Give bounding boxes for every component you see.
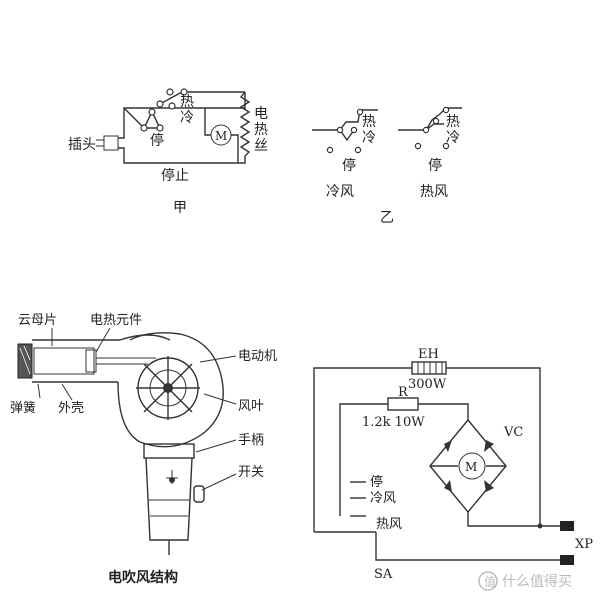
hairdryer-structure: 云母片 电热元件 弹簧 外壳 电动机 风叶 手柄 开关 电吹风结构: [10, 313, 277, 586]
motor-label-jia: M: [215, 129, 227, 143]
mica-sheet: [33, 347, 95, 375]
left-hot-label: 热: [362, 114, 376, 130]
spring-label: 弹簧: [10, 400, 36, 416]
sa-stop-label: 停: [370, 474, 383, 490]
right-hot-label: 热: [446, 114, 460, 130]
mica-label: 云母片: [18, 313, 57, 328]
nozzle: [17, 334, 171, 383]
r-label: R: [398, 385, 409, 400]
hot-label-jia: 热: [180, 94, 194, 110]
motor-label: 电动机: [238, 349, 277, 364]
vc-label: VC: [503, 425, 523, 440]
left-mode-label: 冷风: [326, 184, 354, 200]
motor-icon-circuit: [458, 452, 486, 480]
xp-terminal-bottom: [560, 555, 574, 565]
xp-terminal-top: [560, 521, 574, 531]
watermark-text: 什么值得买: [502, 573, 572, 590]
diagram-jia: 插头 停 热 冷 M 电 热 丝 停止 甲: [68, 88, 268, 216]
plug-label: 插头: [68, 137, 96, 153]
left-stop-label: 停: [342, 157, 356, 174]
r-value: 1.2k 10W: [362, 415, 425, 430]
left-cold-label: 冷: [362, 130, 376, 146]
xp-label: XP: [575, 537, 593, 552]
eh-label: EH: [418, 347, 439, 362]
r-resistor: [387, 397, 419, 411]
heater-label-2: 热: [254, 122, 268, 138]
sa-cold-label: 冷风: [370, 491, 396, 506]
sa-label: SA: [374, 567, 393, 582]
right-cold-label: 冷: [446, 130, 460, 146]
cold-label-jia: 冷: [180, 110, 194, 126]
eh-resistor: [411, 361, 447, 375]
value-icon: [478, 571, 498, 591]
heating-element-label: 电热元件: [90, 313, 142, 328]
right-mode-label: 热风: [420, 184, 448, 200]
right-stop-label: 停: [428, 157, 442, 174]
eh-value: 300W: [408, 377, 447, 392]
handle: [143, 443, 205, 555]
svg-text:值: 值: [484, 574, 496, 589]
plug-icon: [96, 135, 119, 151]
fan-housing: [117, 332, 224, 448]
heater-label-3: 丝: [254, 138, 268, 154]
heater-coil-icon: [239, 91, 251, 157]
switch-icon: [193, 485, 205, 503]
switch-label: 开关: [238, 465, 264, 480]
structure-caption: 电吹风结构: [108, 569, 178, 586]
heater-label-1: 电: [254, 106, 268, 122]
diagram-yi: 热 冷 停 冷风 热 冷 停 热风 乙: [312, 106, 462, 226]
stop-label-jia: 停: [150, 132, 164, 149]
motor-label-circuit: M: [465, 460, 477, 474]
circuit-diagram: EH 300W R 1.2k 10W M VC 停 冷风 热风: [313, 347, 593, 582]
shell-label: 外壳: [58, 401, 84, 416]
motor-icon: [210, 124, 232, 146]
sa-hot-label: 热风: [376, 517, 402, 532]
stop-caption-jia: 停止: [161, 167, 189, 184]
caption-yi: 乙: [380, 210, 394, 226]
watermark: 值 什么值得买: [478, 571, 572, 591]
fan-label: 风叶: [238, 399, 264, 414]
heating-element: [85, 349, 97, 373]
caption-jia: 甲: [173, 200, 187, 216]
handle-label: 手柄: [238, 433, 264, 448]
